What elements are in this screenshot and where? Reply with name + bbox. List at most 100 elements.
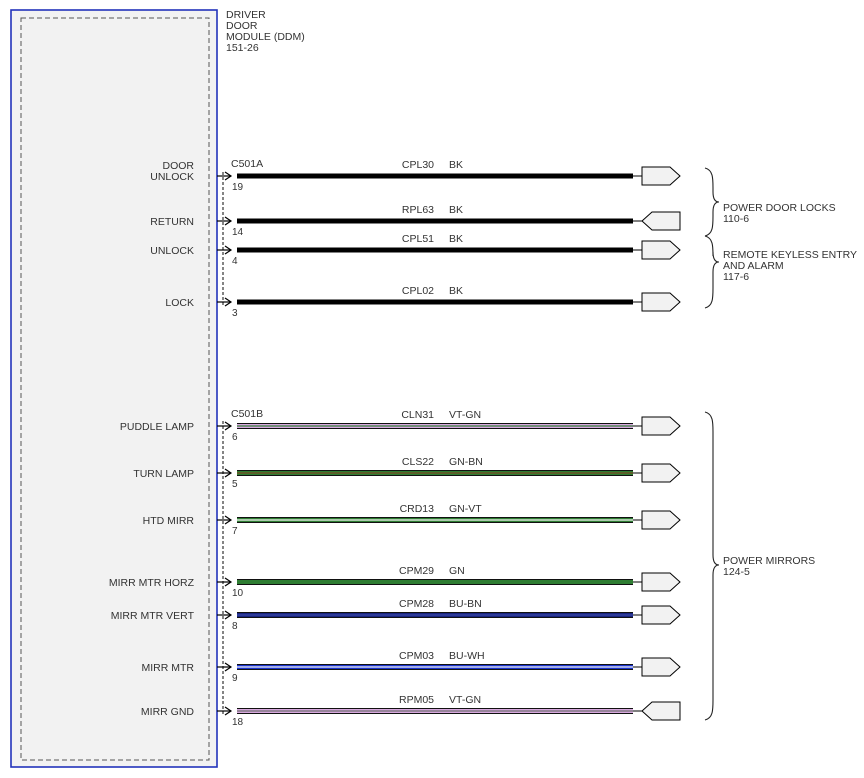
brace-icon (704, 235, 720, 309)
pin-number: 7 (232, 526, 238, 537)
brace-icon (704, 411, 720, 721)
pin-function-label-line: MIRR MTR (142, 662, 195, 674)
pin-function-label-line: RETURN (150, 216, 194, 228)
connector-out-arrow-icon (641, 463, 681, 483)
destination-label-line: POWER MIRRORS (723, 555, 815, 567)
pin-function-label-line: UNLOCK (150, 171, 194, 183)
circuit-id-label: RPL63 (402, 204, 434, 216)
pin-function-label-line: UNLOCK (150, 245, 194, 257)
pin-number: 10 (232, 588, 244, 599)
pin-function-label-line: MIRR MTR VERT (111, 610, 195, 622)
pin-function-label: MIRR MTR VERT (111, 610, 195, 622)
circuit-cln31: PUDDLE LAMP C501B 6 CLN31 VT-GN (120, 408, 681, 443)
circuit-cpm29: MIRR MTR HORZ 10 CPM29 GN (109, 565, 681, 599)
pin-arrow-icon (224, 421, 233, 431)
destination-label-line: AND ALARM (723, 260, 784, 272)
driver-door-module: DRIVER DOOR MODULE (DDM)151-26 (10, 9, 305, 768)
destination-label-line: 117-6 (723, 271, 749, 283)
wire-color-code-label: BK (449, 285, 463, 297)
destination-label-line: 110-6 (723, 213, 749, 225)
pin-arrow-icon (224, 577, 233, 587)
brace-icon (704, 167, 720, 237)
circuit-id-label: CPL30 (402, 159, 434, 171)
circuit-cpl02: LOCK 3 CPL02 BK (165, 285, 681, 319)
wire-stripe-color (237, 666, 633, 668)
pin-arrow-icon (224, 468, 233, 478)
pin-function-label: UNLOCK (150, 245, 194, 257)
wire-color-code-label: BK (449, 233, 463, 245)
connector-out-arrow-icon (641, 166, 681, 186)
circuit-id-label: CLN31 (401, 409, 434, 421)
connector-out-arrow-icon (641, 292, 681, 312)
pin-function-label: RETURN (150, 216, 194, 228)
pin-function-label-line: PUDDLE LAMP (120, 421, 194, 433)
pin-number: 19 (232, 182, 244, 193)
wire-stripe-color (237, 710, 633, 712)
wire-stripe-color (237, 519, 633, 521)
connector-out-arrow-icon (641, 416, 681, 436)
pin-function-label: MIRR MTR (142, 662, 195, 674)
connector-out-arrow-icon (641, 510, 681, 530)
wire-color-code-label: BU-WH (449, 650, 485, 662)
connector-id-label: C501B (231, 408, 263, 420)
pin-arrow-icon (224, 706, 233, 716)
module-box (10, 9, 218, 768)
pin-function-label: LOCK (165, 297, 194, 309)
module-title-line: 151-26 (226, 42, 259, 54)
connector-id-label: C501A (231, 158, 263, 170)
pin-number: 3 (232, 308, 238, 319)
pin-function-label-line: LOCK (165, 297, 194, 309)
wire (237, 299, 633, 305)
connector-in-arrow-icon (641, 211, 681, 231)
pin-number: 4 (232, 256, 238, 267)
module-title-line: MODULE (DDM) (226, 31, 305, 43)
pin-function-label: TURN LAMP (133, 468, 194, 480)
connector-out-arrow-icon (641, 605, 681, 625)
pin-number: 5 (232, 479, 238, 490)
circuit-id-label: CLS22 (402, 456, 434, 468)
wire (237, 218, 633, 224)
wire-stripe-color (237, 425, 633, 427)
wire-stripe-color (237, 472, 633, 474)
module-title-line: DRIVER (226, 9, 266, 21)
circuit-id-label: CPM29 (399, 565, 434, 577)
wire-color-code-label: VT-GN (449, 409, 481, 421)
destination-label-line: 124-5 (723, 566, 750, 578)
pin-arrow-icon (224, 297, 233, 307)
pin-function-label-line: HTD MIRR (143, 515, 195, 527)
pin-function-label: MIRR GND (141, 706, 194, 718)
circuit-id-label: CPM03 (399, 650, 434, 662)
wire-color-code-label: VT-GN (449, 694, 481, 706)
wire-color-code-label: GN (449, 565, 465, 577)
module-inner-dashed-outline (20, 17, 210, 761)
wire-base-color (237, 580, 633, 584)
connector-out-arrow-icon (641, 240, 681, 260)
connector-in-arrow-icon (641, 701, 681, 721)
pin-function-label: MIRR MTR HORZ (109, 577, 195, 589)
pin-function-label-line: MIRR MTR HORZ (109, 577, 195, 589)
pin-number: 6 (232, 432, 238, 443)
destination-label-line: REMOTE KEYLESS ENTRY (723, 249, 857, 261)
pin-arrow-icon (224, 171, 233, 181)
pin-arrow-icon (224, 662, 233, 672)
pin-function-label-line: DOOR (163, 160, 195, 172)
circuit-id-label: CPL02 (402, 285, 434, 297)
wire-stripe-color (237, 614, 633, 616)
wire (237, 173, 633, 179)
pin-number: 9 (232, 673, 238, 684)
pin-function-label-line: MIRR GND (141, 706, 194, 718)
wire-color-code-label: BK (449, 159, 463, 171)
pin-arrow-icon (224, 610, 233, 620)
